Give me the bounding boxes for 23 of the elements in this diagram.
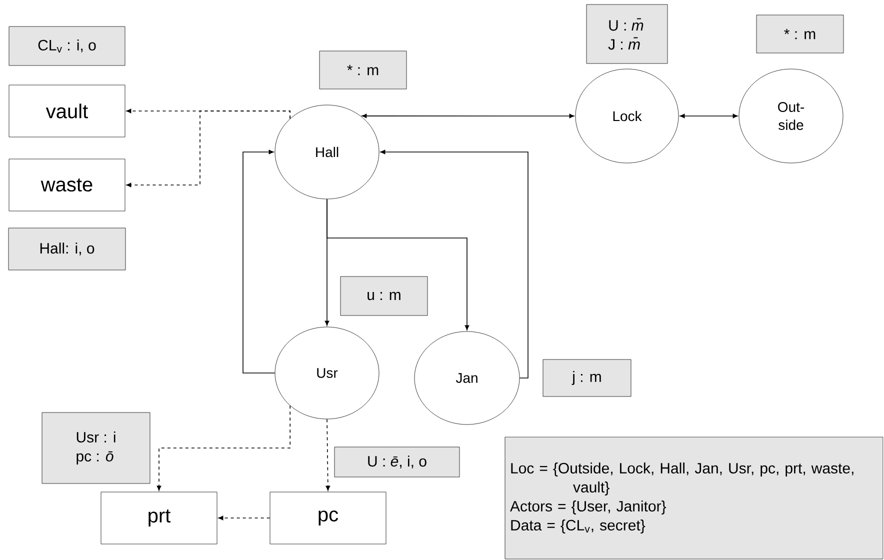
- annotation-box: Usr : i pc : ō: [42, 412, 150, 484]
- location-box: prt: [100, 492, 218, 544]
- arrow: [362, 114, 574, 118]
- arrow: [156, 405, 290, 491]
- annotation-box: U : m̄ J : m̄: [586, 4, 668, 64]
- definition-box: Loc = {Outside, Lock, Hall, Jan, Usr, pc, prt, waste, vault} Actors = {User, Janitor} Data = {CL$_{v}$, secret}: [504, 436, 884, 560]
- location-box: vault: [8, 84, 126, 138]
- arrow: [380, 150, 528, 378]
- arrow: [326, 418, 330, 491]
- arrow: [242, 150, 276, 374]
- arrow: [218, 516, 270, 520]
- annotation-box: CL$_{v}$ : i, o: [8, 26, 126, 66]
- annotation-box: Hall: i, o: [8, 228, 126, 270]
- annotation-box: * : m: [319, 50, 407, 90]
- location-box: pc: [270, 492, 386, 544]
- arrow: [680, 114, 738, 118]
- annotation-box: U : ē, i, o: [334, 446, 460, 478]
- location-box: waste: [8, 158, 126, 212]
- annotation-box: j : m: [542, 359, 632, 397]
- arrow: [326, 198, 470, 330]
- annotation-box: * : m: [756, 14, 844, 54]
- annotation-box: u : m: [340, 276, 428, 316]
- arrow: [126, 110, 290, 188]
